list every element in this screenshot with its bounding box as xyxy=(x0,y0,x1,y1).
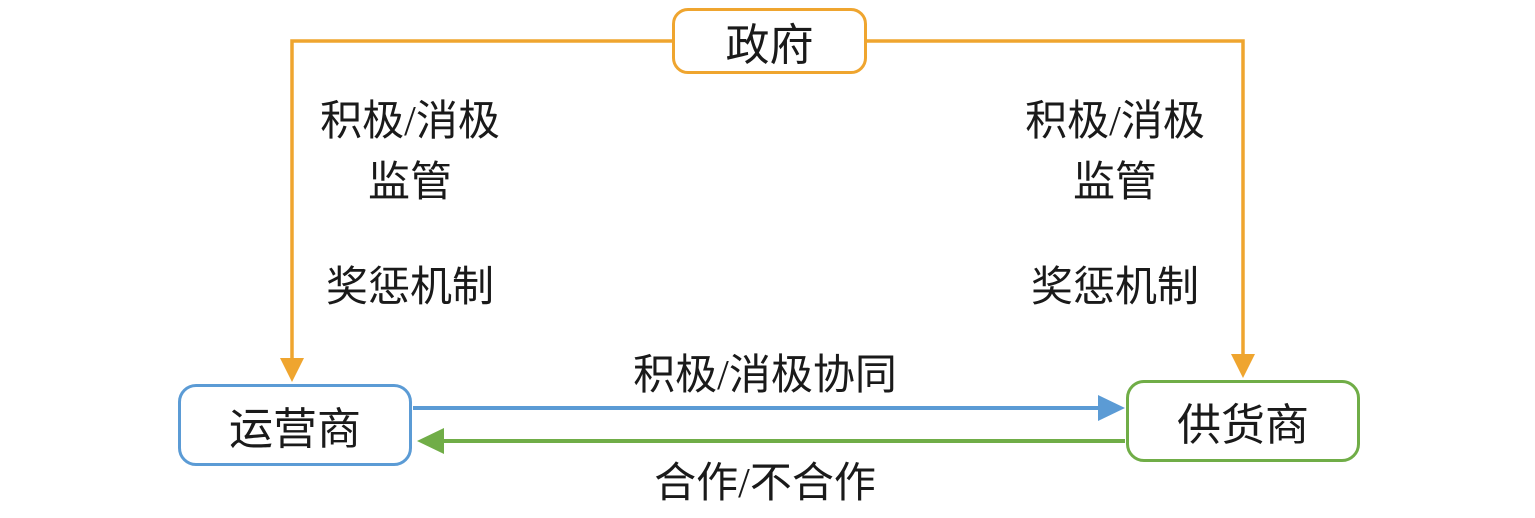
edge-label-supervision-right-line1: 积极/消极 xyxy=(1025,99,1205,145)
arrow-gov-to-supplier-line xyxy=(867,39,1245,358)
edge-label-cooperation: 合作/不合作 xyxy=(654,461,876,507)
node-operator: 运营商 xyxy=(178,384,412,466)
node-supplier: 供货商 xyxy=(1126,380,1360,462)
arrowhead-down-icon xyxy=(1231,354,1255,378)
arrow-gov-to-operator xyxy=(280,39,672,382)
edge-label-mechanism-left: 奖惩机制 xyxy=(325,265,494,311)
arrowhead-down-icon xyxy=(280,358,304,382)
edge-label-mechanism-right: 奖惩机制 xyxy=(1030,265,1199,311)
arrow-supplier-to-operator xyxy=(417,428,1125,454)
arrowhead-right-icon xyxy=(1098,395,1125,421)
arrow-gov-to-operator-line xyxy=(290,39,672,362)
arrowhead-left-icon xyxy=(417,428,444,454)
edge-label-supervision-right-line2: 监管 xyxy=(1072,159,1157,206)
node-government: 政府 xyxy=(672,8,867,74)
edge-label-supervision-left-line2: 监管 xyxy=(367,159,452,206)
node-operator-label: 运营商 xyxy=(229,405,361,454)
arrow-operator-to-supplier xyxy=(413,395,1125,421)
edge-label-supervision-left-line1: 积极/消极 xyxy=(320,99,500,145)
node-government-label: 政府 xyxy=(725,21,814,70)
edge-label-supervision-left: 积极/消极 监管 xyxy=(270,92,550,214)
edge-label-supervision-right: 积极/消极 监管 xyxy=(975,92,1255,214)
node-supplier-label: 供货商 xyxy=(1177,401,1309,450)
edge-label-synergy: 积极/消极协同 xyxy=(633,353,897,399)
arrow-gov-to-supplier xyxy=(867,39,1255,378)
